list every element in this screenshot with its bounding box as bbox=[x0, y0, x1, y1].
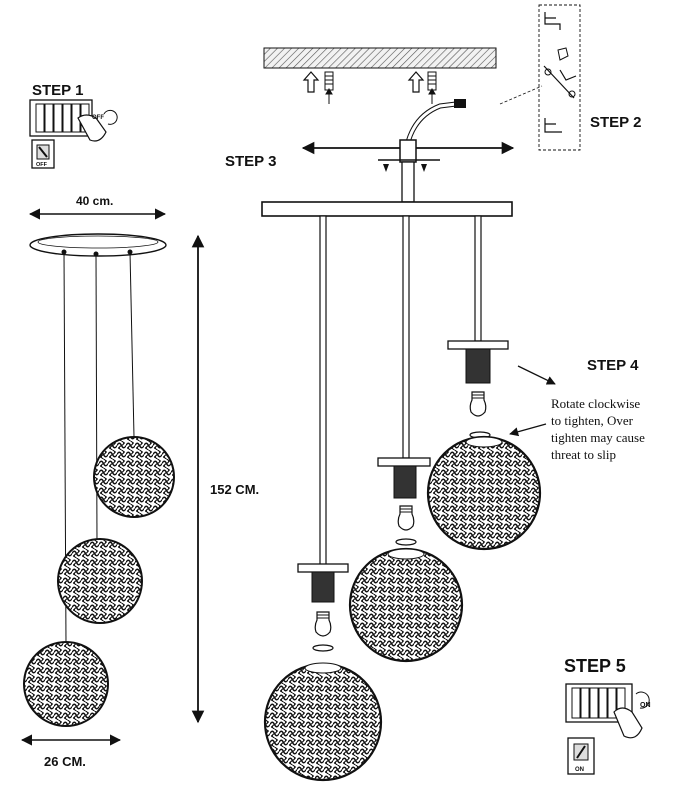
step5-switch-on-text: ON bbox=[575, 767, 584, 773]
step4-note-line2: to tighten, Over bbox=[551, 413, 634, 428]
bulb-icon bbox=[469, 391, 487, 417]
breaker-panel-on-icon bbox=[565, 683, 650, 739]
wire-connector bbox=[454, 99, 466, 108]
step4-label: STEP 4 bbox=[587, 357, 639, 374]
lamp-holder bbox=[297, 563, 349, 603]
ceiling bbox=[263, 47, 497, 69]
step3-label: STEP 3 bbox=[225, 153, 276, 170]
cable bbox=[95, 253, 98, 546]
step1-label: STEP 1 bbox=[32, 82, 83, 99]
bulb-icon bbox=[314, 611, 332, 637]
exploded-fixture bbox=[261, 201, 542, 782]
rotate-icon bbox=[395, 538, 417, 546]
step5-group: STEP 5 ON ON bbox=[564, 656, 651, 775]
up-arrow-icon bbox=[302, 71, 320, 93]
canopy-bar bbox=[261, 201, 513, 217]
step4-note-line3: tighten may cause bbox=[551, 430, 645, 445]
step4-arrow bbox=[509, 423, 547, 437]
screw-anchor-icon bbox=[427, 71, 437, 104]
step1-off-text: OFF bbox=[92, 115, 104, 121]
lamp-holder bbox=[377, 457, 431, 499]
globe-shade bbox=[348, 547, 464, 663]
step4-arrow bbox=[517, 365, 556, 385]
bulb-icon bbox=[397, 505, 415, 531]
cable bbox=[129, 251, 135, 438]
globe-shade bbox=[426, 435, 542, 551]
suspension-rod bbox=[319, 215, 327, 567]
globe-shade-small bbox=[57, 538, 143, 624]
globe-width-label: 26 CM. bbox=[44, 754, 86, 769]
breaker-panel-off-icon bbox=[29, 99, 118, 142]
step1-group: STEP 1 OFF OFF bbox=[29, 82, 118, 169]
step2-label: STEP 2 bbox=[590, 114, 641, 131]
suspension-rod bbox=[402, 215, 410, 459]
step5-label: STEP 5 bbox=[564, 656, 626, 676]
canopy-width-label: 40 cm. bbox=[76, 194, 113, 208]
step4-note-line4: threat to slip bbox=[551, 447, 616, 462]
step4-group: STEP 4 Rotate clockwise to tighten, Over… bbox=[509, 357, 645, 462]
wall-switch-on-icon bbox=[567, 737, 595, 775]
lamp-holder bbox=[447, 340, 509, 384]
step4-note-line1: Rotate clockwise bbox=[551, 396, 640, 411]
center-nipple bbox=[399, 139, 417, 163]
up-arrow-icon bbox=[407, 71, 425, 93]
suspension-rod bbox=[474, 215, 482, 342]
globe-shade-small bbox=[23, 641, 109, 727]
rotate-icon bbox=[312, 644, 334, 652]
globe-shade-small bbox=[93, 436, 175, 518]
step5-on-text: ON bbox=[640, 702, 651, 709]
drop-height-dimension: 152 CM. bbox=[191, 234, 259, 724]
assembled-fixture: 40 cm. 26 CM. bbox=[20, 194, 175, 769]
screw-anchor-icon bbox=[324, 71, 334, 104]
drop-height-label: 152 CM. bbox=[210, 482, 259, 497]
globe-shade bbox=[263, 662, 383, 782]
step2-inset: STEP 2 bbox=[499, 4, 641, 151]
step1-switch-off-text: OFF bbox=[36, 162, 48, 168]
wall-switch-off-icon bbox=[31, 139, 55, 169]
ceiling-mount: STEP 3 bbox=[225, 47, 515, 203]
